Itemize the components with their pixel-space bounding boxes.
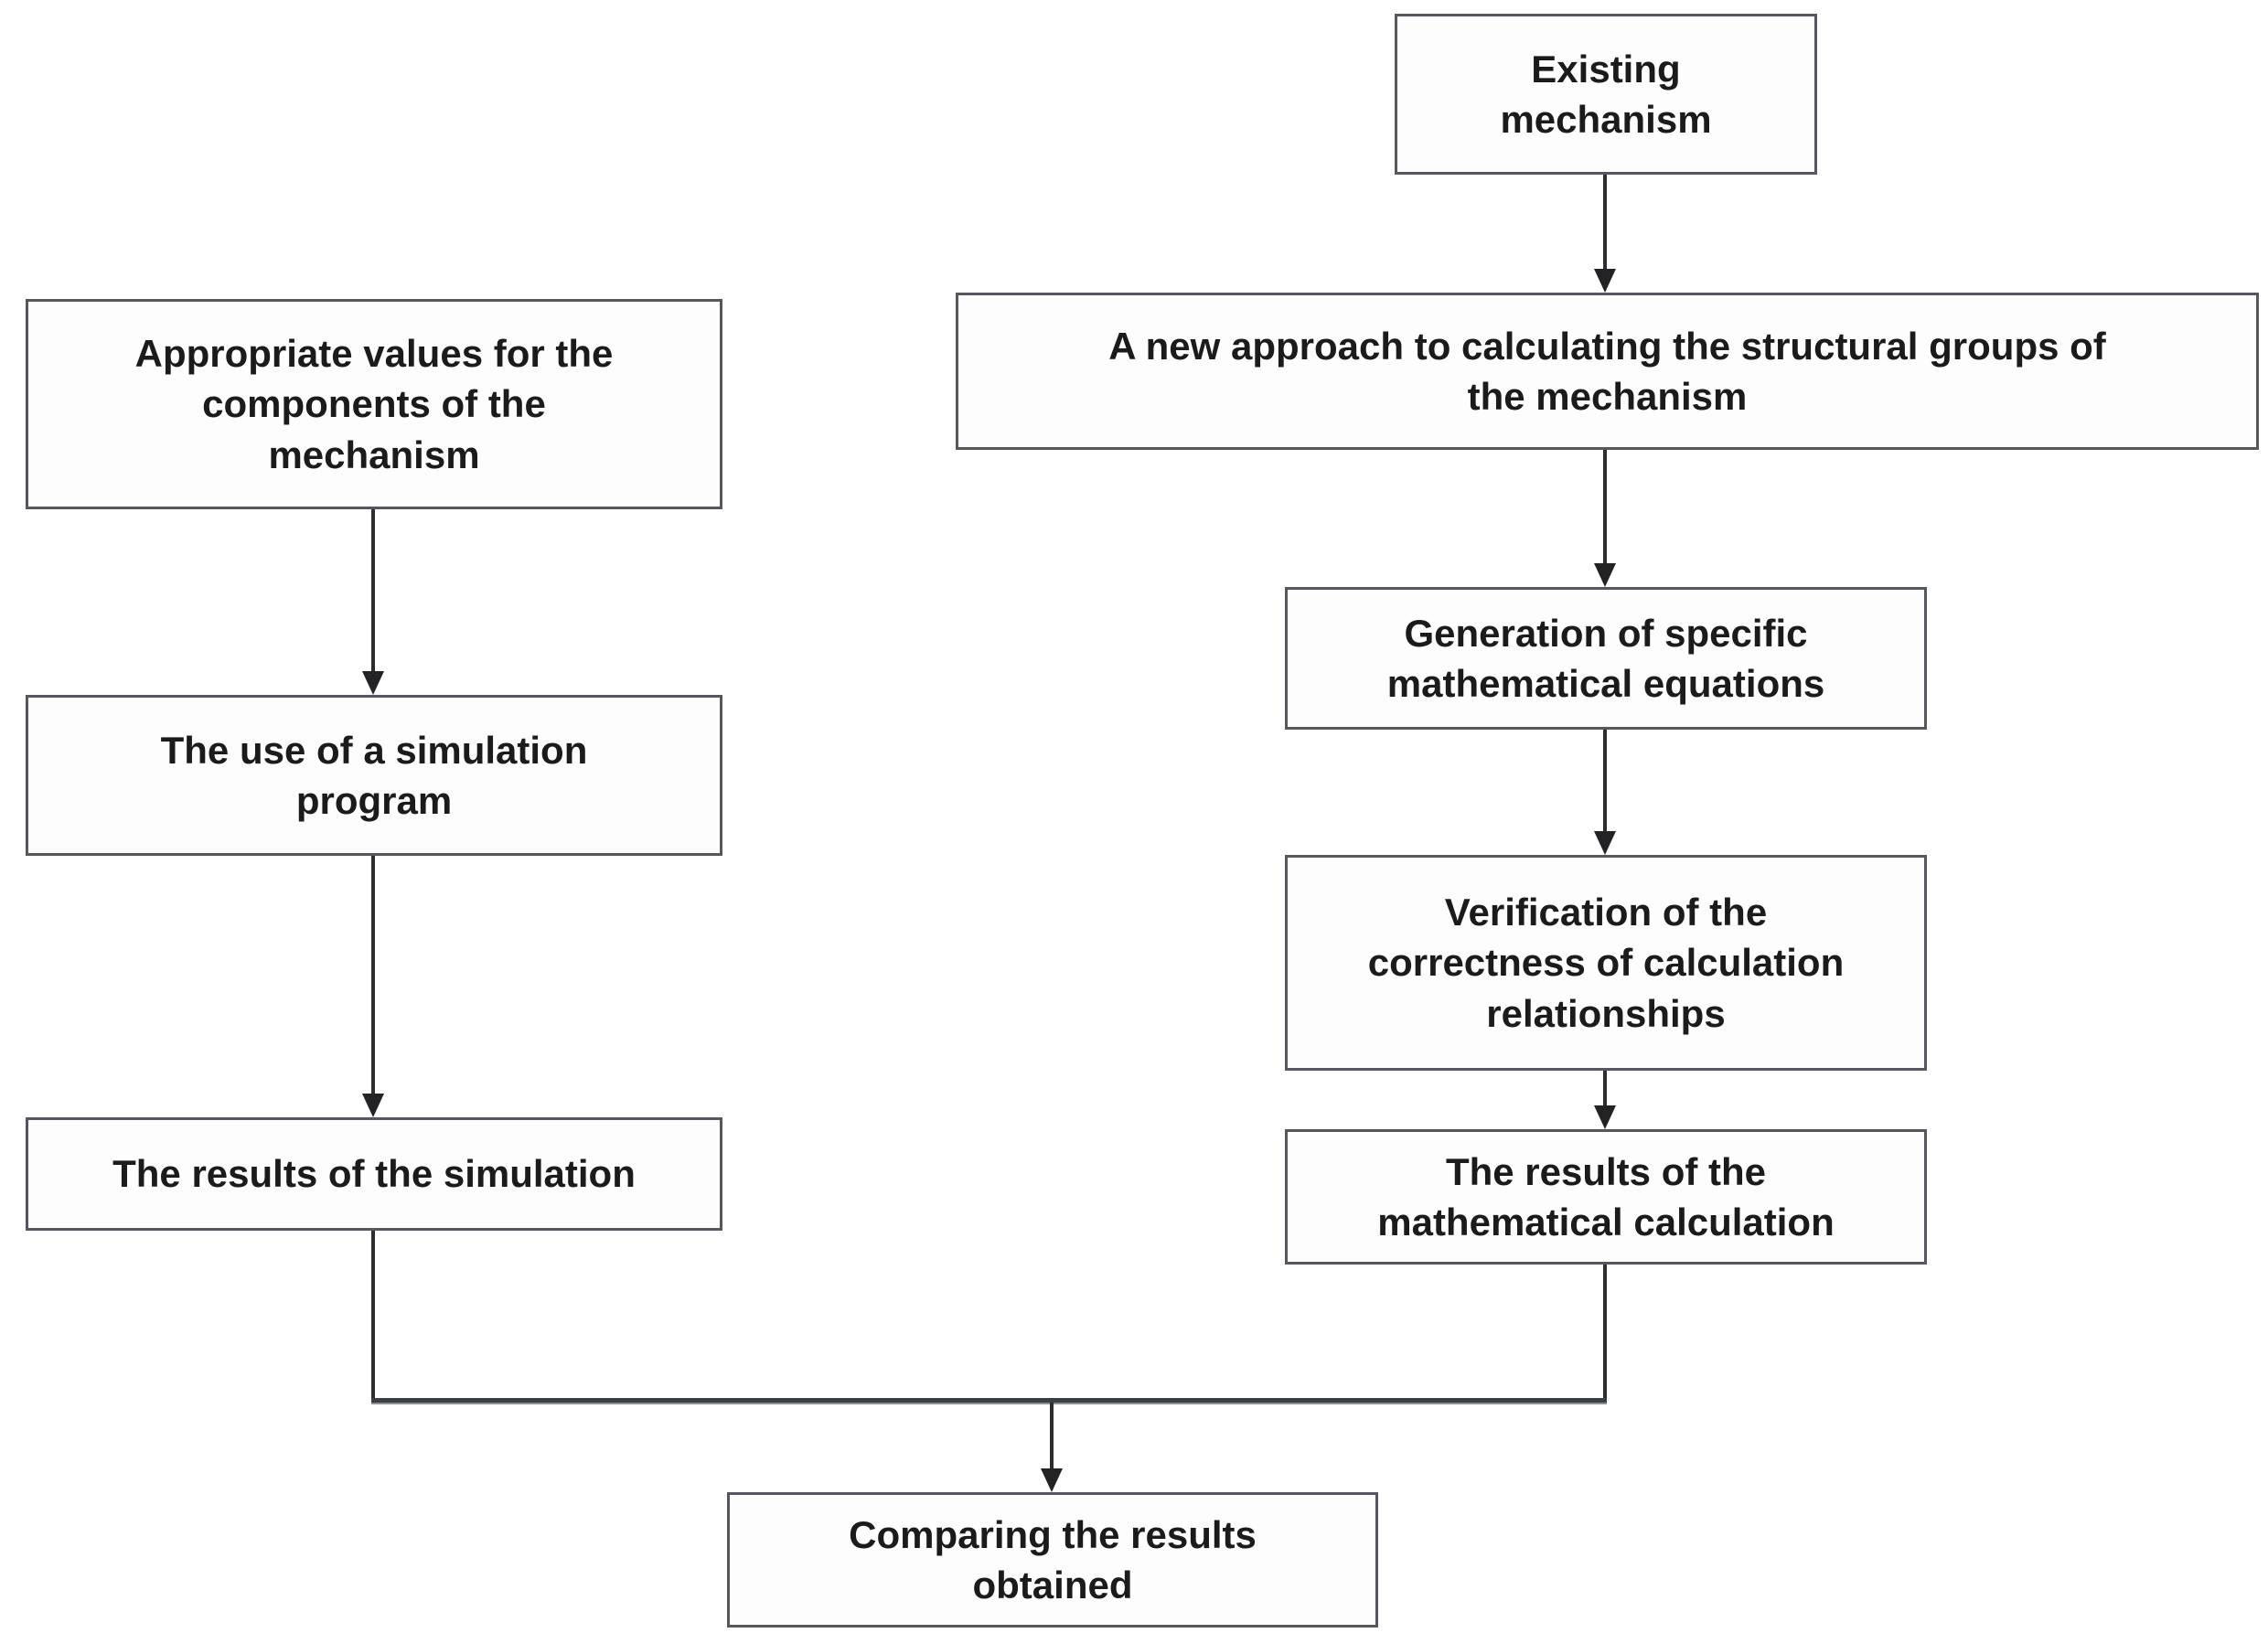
connector-appropriate-to-simprogram xyxy=(371,509,375,671)
node-mathematical-results: The results of the mathematical calculat… xyxy=(1285,1129,1927,1265)
arrowhead-down-icon xyxy=(1594,563,1616,587)
connector-existing-to-newapproach xyxy=(1603,175,1607,269)
node-appropriate-values-label: Appropriate values for the components of… xyxy=(134,331,614,476)
arrowhead-down-icon xyxy=(1594,1105,1616,1129)
node-new-approach: A new approach to calculating the struct… xyxy=(956,293,2259,450)
connector-simprogram-to-simresults xyxy=(371,856,375,1094)
arrowhead-down-icon xyxy=(1594,269,1616,293)
node-existing-mechanism-label: Existing mechanism xyxy=(1500,47,1712,141)
node-generation-equations-label: Generation of specific mathematical equa… xyxy=(1386,611,1825,705)
node-verification-correctness: Verification of the correctness of calcu… xyxy=(1285,855,1927,1071)
node-simulation-program-label: The use of a simulation program xyxy=(160,728,588,822)
node-simulation-results-label: The results of the simulation xyxy=(112,1152,636,1196)
node-comparing-results-label: Comparing the results obtained xyxy=(849,1512,1257,1606)
connector-generation-to-verification xyxy=(1603,730,1607,831)
node-mathematical-results-label: The results of the mathematical calculat… xyxy=(1377,1149,1835,1243)
connector-verification-to-mathresults xyxy=(1603,1071,1607,1105)
arrowhead-down-icon xyxy=(1594,831,1616,855)
node-comparing-results: Comparing the results obtained xyxy=(727,1492,1378,1628)
arrowhead-down-icon xyxy=(1041,1468,1063,1492)
node-new-approach-label: A new approach to calculating the struct… xyxy=(1108,324,2106,418)
node-existing-mechanism: Existing mechanism xyxy=(1395,14,1817,175)
node-simulation-results: The results of the simulation xyxy=(26,1117,722,1231)
connector-merge-to-comparing xyxy=(1050,1403,1054,1468)
node-verification-correctness-label: Verification of the correctness of calcu… xyxy=(1367,890,1845,1035)
node-simulation-program: The use of a simulation program xyxy=(26,695,722,856)
arrowhead-down-icon xyxy=(362,671,384,695)
node-appropriate-values: Appropriate values for the components of… xyxy=(26,299,722,509)
connector-newapproach-to-generation xyxy=(1603,450,1607,563)
arrowhead-down-icon xyxy=(362,1094,384,1117)
connector-merge-horizontal xyxy=(371,1398,1607,1404)
node-generation-equations: Generation of specific mathematical equa… xyxy=(1285,587,1927,730)
connector-simresults-to-merge xyxy=(371,1231,375,1402)
connector-mathresults-to-merge xyxy=(1603,1265,1607,1402)
